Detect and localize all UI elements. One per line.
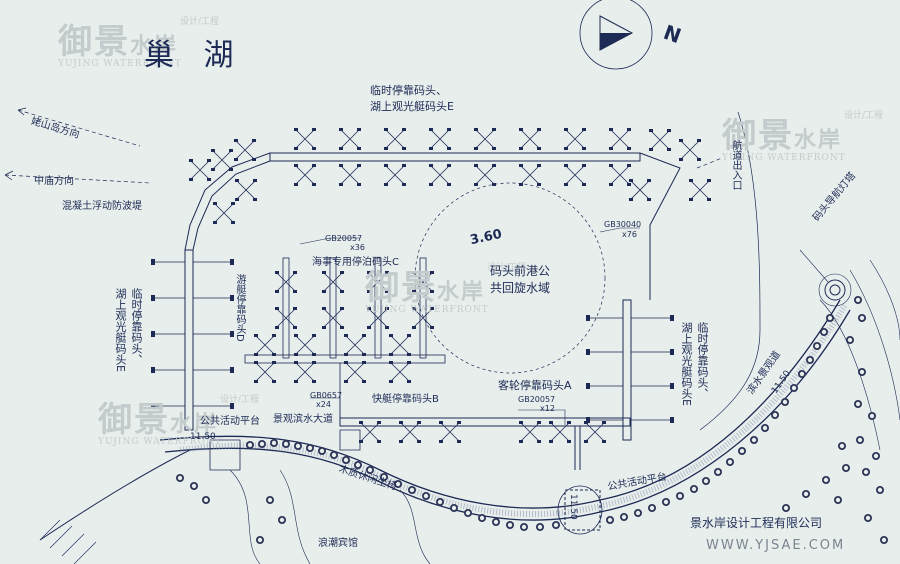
elevation-mid-label: 11.50 [568,494,578,520]
x76-label: x76 [622,230,637,239]
watermark-center: 御景水岸设计/工程 YUJING WATERFRONT [365,263,527,315]
passenger-pier-label: 客轮停靠码头A [498,379,572,392]
company-website: WWW.YJSAE.COM [706,538,846,553]
turning-basin-label-2: 共回旋水域 [490,281,551,295]
watermark-top-right: 御景水岸设计/工程 YUJING WATERFRONT [722,111,884,163]
top-pier-slips [293,127,632,187]
public-platform-left-label: 公共活动平台 [200,416,260,427]
zhongmiao-direction-line [4,174,151,184]
waterfront-road-label: 景观滨水大道 [273,414,333,425]
turning-basin-label-1: 码头前港公 [490,264,551,278]
hotel-label: 浪潮宾馆 [318,538,358,549]
passenger-pier-walkway [339,417,631,427]
zhongmiao-direction-label: 中庙方向 [34,176,74,187]
turning-basin-circle [414,182,606,374]
maritime-pier-label: 海事专用停泊码头C [312,257,399,268]
left-pier-label-1: 临时停靠码头、 [130,288,143,365]
left-pier-label-2: 湖上观光艇码头E [114,288,127,372]
speedboat-pier-label: 快艇停靠码头B [372,394,439,405]
right-pier-label-1: 临时停靠码头、 [696,322,709,399]
north-arrow-icon [579,0,653,70]
gb30040-label: GB30040 [604,220,642,229]
yacht-pier-d-label: 游艇停靠码头D [234,274,245,342]
top-pier-label-1: 临时停靠码头、 [370,84,447,97]
top-pier-label-2: 湖上观光艇码头E [370,100,454,113]
gb20057-top-label: GB20057 [325,234,363,243]
breakwater-label: 混凝土浮动防波堤 [62,201,142,212]
x24-label: x24 [316,400,331,409]
channel-entrance-label: 航道出入口 [730,140,741,190]
page-title: 巢 湖 [144,38,244,73]
top-pier-walkway [269,152,641,162]
gb0657-label: GB0657 [310,391,343,400]
yaoshan-direction-line [17,109,141,147]
watermark-bottom-left: 御景水岸设计/工程 YUJING WATERFRONT [98,395,260,447]
right-pier-label-2: 湖上观光艇码头E [680,322,693,406]
company-name: 景水岸设计工程有限公司 [690,516,823,530]
navigation-lighthouse-icon [818,273,852,307]
elevation-left-label: 11.50 [190,432,216,442]
left-pier-walkway [184,249,194,431]
gb20057-low-label: GB20057 [518,395,556,404]
watermark-top-left: 御景水岸设计/工程 YUJING WATERFRONT [58,17,220,69]
right-pier-walkway [622,299,632,441]
x12-label: x12 [540,404,555,413]
right-platform [564,489,601,531]
x36-label: x36 [350,243,365,252]
